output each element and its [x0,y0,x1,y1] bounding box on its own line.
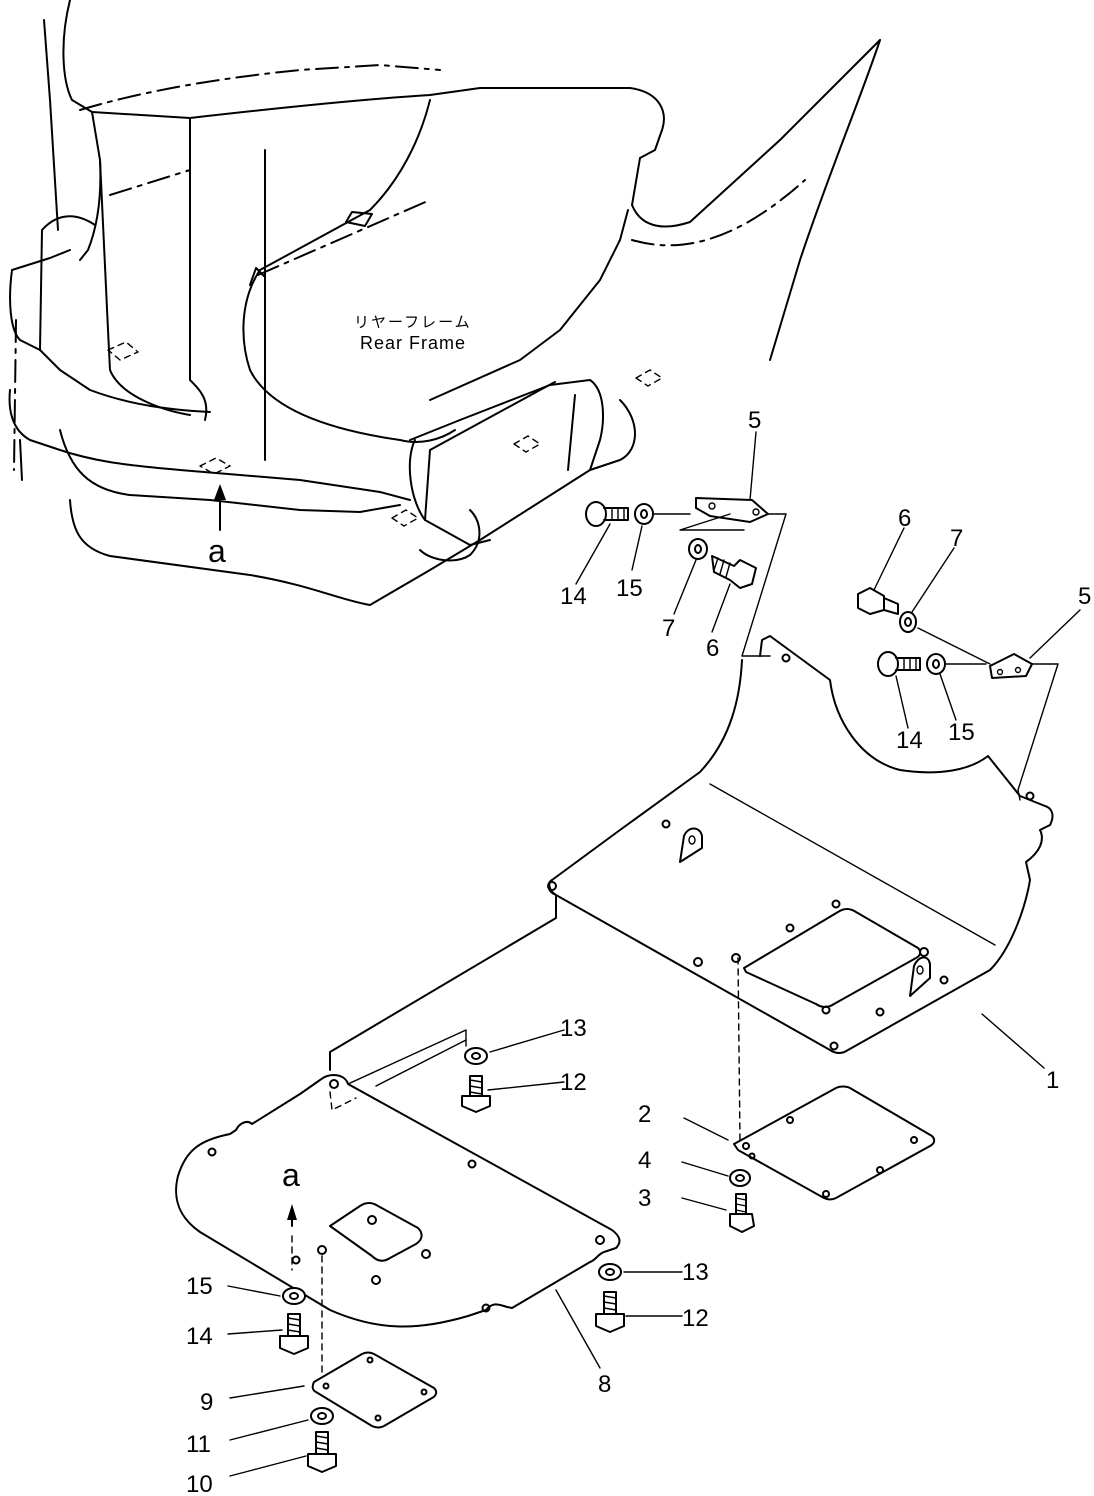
bolt-12-upper [461,1075,491,1113]
callout-3: 3 [638,1185,651,1212]
callout-1: 1 [1046,1067,1059,1094]
callout-7-right: 7 [950,525,963,552]
cover-plate-8 [175,909,621,1377]
bolt-6-left [711,555,757,589]
callout-9: 9 [200,1389,213,1416]
callout-6-right: 6 [898,505,911,532]
washer-4 [729,1169,751,1187]
callout-2: 2 [638,1101,651,1128]
bolt-14-left [585,501,629,527]
bolt-12-lower [595,1291,625,1333]
bracket-group-left [585,497,787,657]
view-marker-a-bottom: a [282,1157,300,1193]
callout-15-left: 15 [616,575,643,602]
washer-13-lower [598,1263,622,1281]
cover-plate-1 [547,635,1054,1054]
callout-15-lower: 15 [186,1273,213,1300]
callout-5-left: 5 [748,407,761,434]
washer-11 [310,1407,334,1425]
rear-frame [8,0,881,606]
callout-8: 8 [598,1371,611,1398]
frame-label-english: Rear Frame [360,333,466,353]
callout-10: 10 [186,1471,213,1496]
washer-7-left [688,538,708,560]
cover-plate-9 [311,1351,438,1429]
callout-4: 4 [638,1147,651,1174]
bolt-6-right [857,587,899,615]
callout-12-upper: 12 [560,1069,587,1096]
frame-label-japanese: リヤーフレーム [354,313,472,331]
leader-lines [227,431,1081,1477]
callout-6-left: 6 [706,635,719,662]
callout-12-lower: 12 [682,1305,709,1332]
callout-numbers: 1 2 3 4 5 5 6 6 7 7 8 9 10 11 12 12 13 1… [186,407,1091,1496]
callout-7-left: 7 [662,615,675,642]
callout-15-right: 15 [948,719,975,746]
callout-14-right: 14 [896,727,923,754]
washer-15-right [926,653,946,675]
bracket-group-right [857,587,1059,801]
callout-11: 11 [186,1431,211,1458]
view-marker-a-top: a [208,533,226,569]
callout-5-right: 5 [1078,583,1091,610]
bolt-14-lower [279,1313,309,1355]
bolt-3 [729,1193,755,1233]
bolt-14-right [877,651,921,677]
bracket-5-right [989,653,1033,679]
callout-14-lower: 14 [186,1323,213,1350]
callout-13-lower: 13 [682,1259,709,1286]
washer-7-right [899,611,917,633]
bolt-10 [307,1431,337,1473]
callout-13-upper: 13 [560,1015,587,1042]
callout-14-left: 14 [560,583,587,610]
washer-15-left [634,503,654,525]
cover-plate-2 [733,957,936,1201]
washer-13-upper [464,1047,488,1065]
washer-15-lower [282,1287,306,1305]
